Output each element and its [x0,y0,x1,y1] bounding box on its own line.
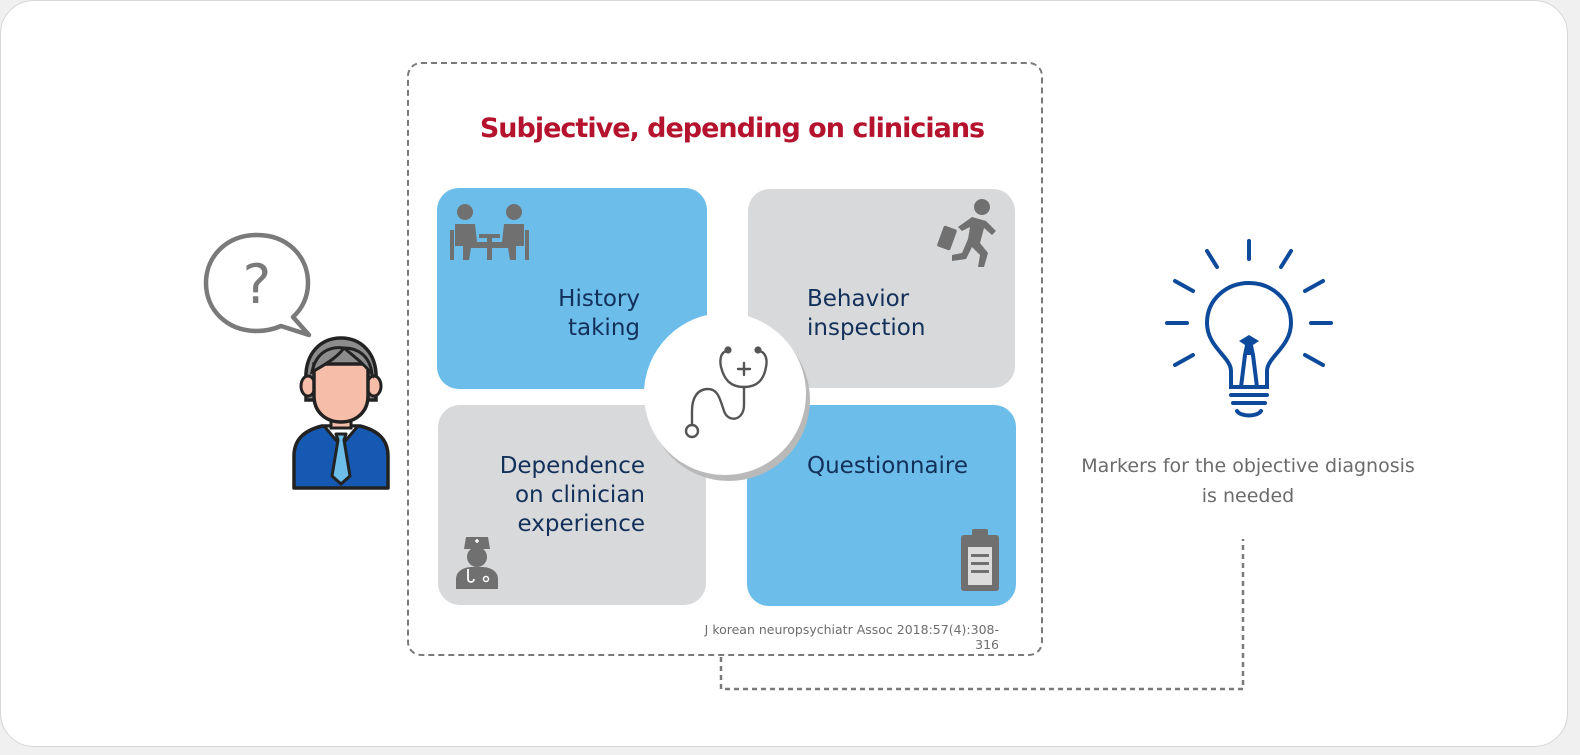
label-line: taking [568,315,640,341]
label-line: on clinician [514,482,645,508]
label-line: Questionnaire [807,453,969,479]
caption-line: Markers for the objective diagnosis [1081,455,1415,477]
quadrant-label-history-taking: History taking [558,285,640,343]
label-line: Dependence [499,453,645,479]
lightbulb-icon [1165,239,1333,418]
clipboard-icon [961,529,999,591]
quadrant-label-questionnaire: Questionnaire [807,452,968,481]
running-person-icon [937,199,996,267]
question-mark: ? [243,253,272,316]
center-stethoscope-badge [644,313,806,475]
doctor-icon [456,537,498,589]
interview-icon [450,204,529,260]
quadrant-label-clinician-experience: Dependence on clinician experience [500,452,645,539]
objective-markers-caption: Markers for the objective diagnosis is n… [1063,451,1433,511]
caption-line: is needed [1201,485,1295,507]
citation: J korean neuropsychiatr Assoc 2018:57(4)… [704,622,999,652]
quadrant-label-behavior-inspection: Behavior inspection [807,285,925,343]
patient-avatar-icon [292,336,390,490]
section-title: Subjective, depending on clinicians [479,113,985,144]
label-line: Behavior [807,286,910,312]
stethoscope-icon [684,346,768,439]
label-line: History [558,286,640,312]
label-line: inspection [807,315,926,341]
speech-bubble-icon: ? [203,232,312,338]
clinician-methods-frame [407,62,1043,656]
label-line: experience [517,511,645,537]
dashed-connector [719,539,1245,691]
